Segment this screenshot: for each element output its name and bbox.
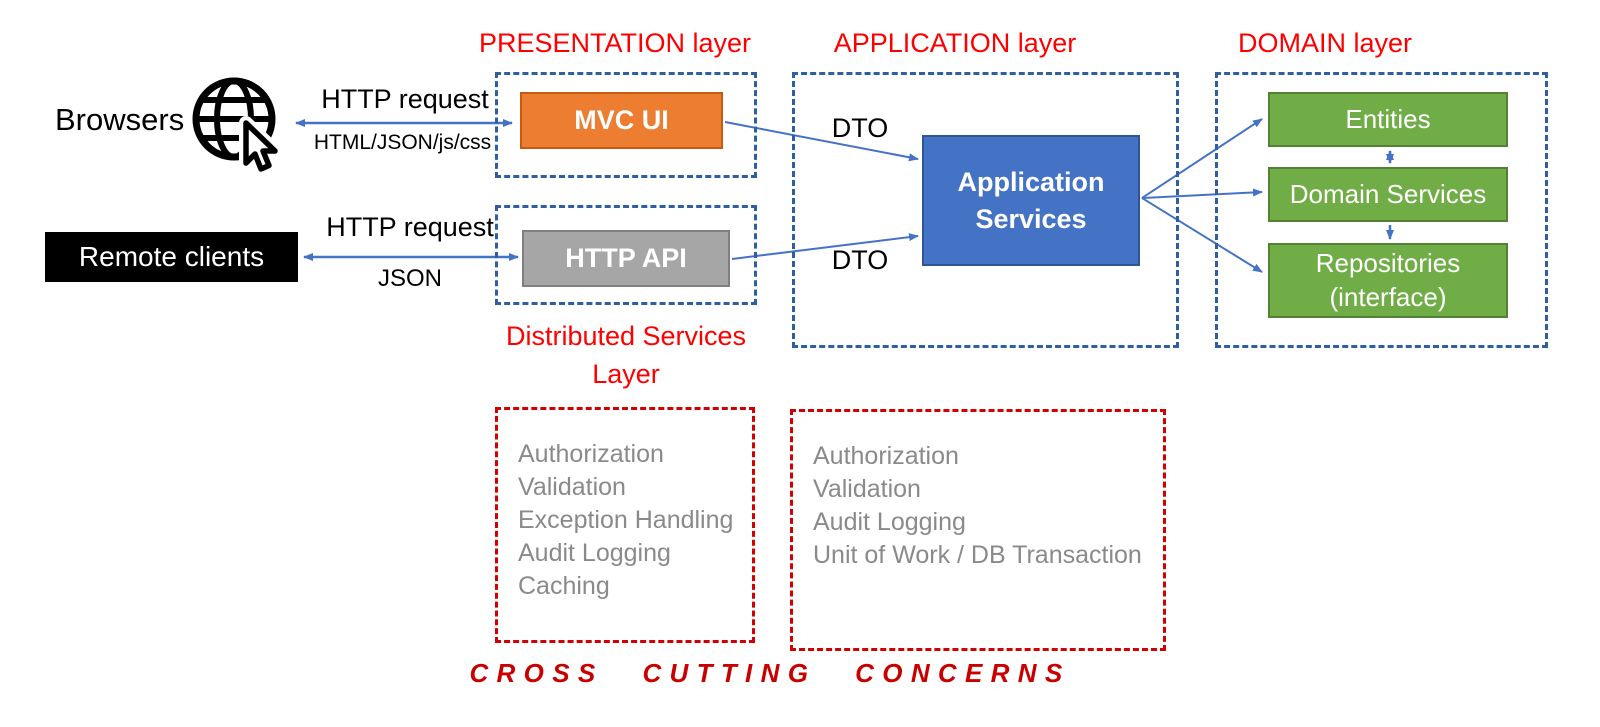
distributed-services-title: Distributed Services Layer <box>505 321 747 389</box>
repositories-box: Repositories (interface) <box>1268 243 1508 318</box>
cross-cutting-left-box <box>495 407 755 643</box>
remote-clients-box: Remote clients <box>45 232 298 282</box>
repositories-sublabel: (interface) <box>1329 281 1447 312</box>
cross-cutting-right-list: Authorization Validation Audit Logging U… <box>813 440 1142 572</box>
dto-top-label: DTO <box>831 113 889 143</box>
globe-cursor-icon <box>188 73 292 177</box>
list-item: Caching <box>518 572 610 600</box>
browsers-label: Browsers <box>55 102 185 137</box>
list-item: Unit of Work / DB Transaction <box>813 541 1142 569</box>
http-api-box: HTTP API <box>522 230 730 287</box>
list-item: Audit Logging <box>813 508 966 536</box>
cross-cutting-right-box <box>790 409 1166 651</box>
application-layer-container <box>792 72 1179 348</box>
list-item: Validation <box>813 475 921 503</box>
list-item: Validation <box>518 473 626 501</box>
list-item: Audit Logging <box>518 539 671 567</box>
dto-bottom-label: DTO <box>831 245 889 275</box>
cross-cutting-left-list: Authorization Validation Exception Handl… <box>518 438 733 603</box>
distributed-services-container <box>495 205 757 305</box>
presentation-layer-title: PRESENTATION layer <box>478 28 752 58</box>
repositories-label: Repositories <box>1315 247 1461 278</box>
domain-layer-title: DOMAIN layer <box>1237 28 1413 58</box>
list-item: Exception Handling <box>518 506 734 534</box>
presentation-layer-container <box>495 72 757 178</box>
application-services-box: Application Services <box>922 135 1140 266</box>
list-item: Authorization <box>813 442 959 470</box>
cross-cutting-footer: CROSS CUTTING CONCERNS <box>469 658 1071 688</box>
browsers-payload-label: HTML/JSON/js/css <box>313 131 492 154</box>
remote-request-label: HTTP request <box>326 212 494 242</box>
list-item: Authorization <box>518 440 664 468</box>
application-layer-title: APPLICATION layer <box>833 28 1077 58</box>
domain-layer-container <box>1215 72 1548 348</box>
browsers-request-label: HTTP request <box>321 84 489 114</box>
remote-payload-label: JSON <box>377 265 442 292</box>
domain-services-box: Domain Services <box>1268 167 1508 222</box>
entities-box: Entities <box>1268 92 1508 147</box>
mvc-ui-box: MVC UI <box>520 92 723 149</box>
